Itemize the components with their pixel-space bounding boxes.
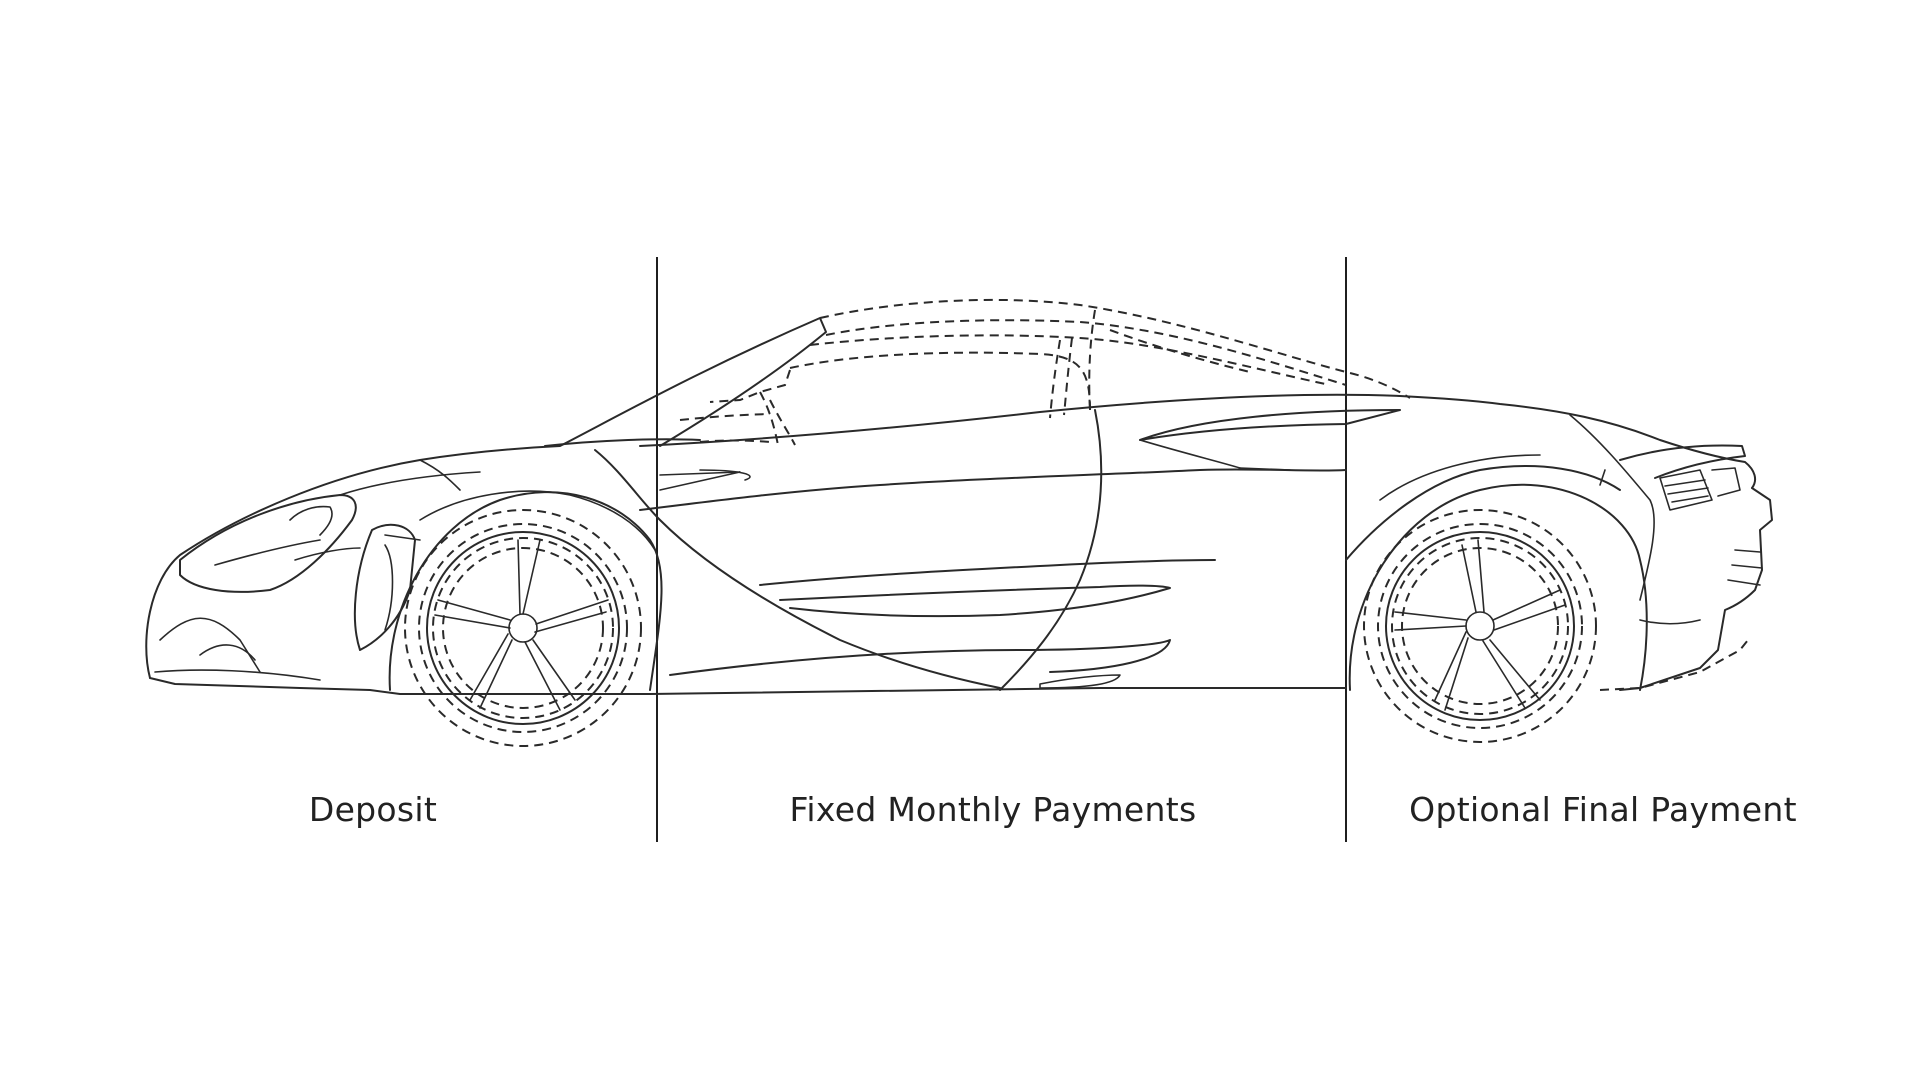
front-wheel-icon (388, 490, 663, 747)
deposit-label: Deposit (308, 790, 438, 829)
optional-final-payment-label: Optional Final Payment (1409, 790, 1797, 829)
fixed-monthly-payments-label: Fixed Monthly Payments (789, 790, 1197, 829)
rear-wheel-icon (1348, 483, 1749, 743)
car-roof-dashed (679, 298, 1411, 446)
car-body (145, 317, 1773, 695)
